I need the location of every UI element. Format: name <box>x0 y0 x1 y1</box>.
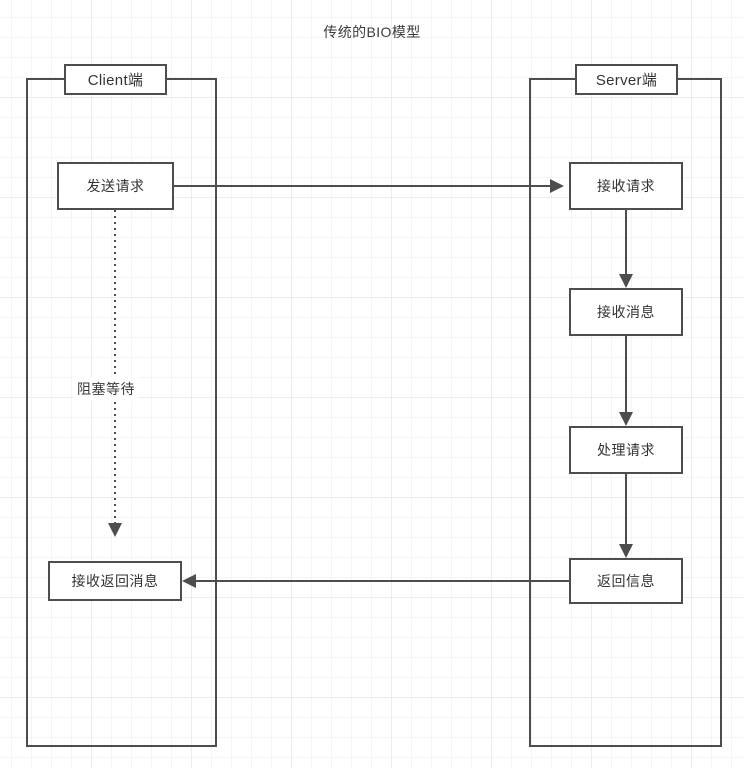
node-receive-return-message: 接收返回消息 <box>48 561 182 601</box>
edge-receive-message-to-process-request <box>625 336 627 412</box>
edge-blocking-wait-dotted <box>114 210 116 523</box>
arrow-down-icon <box>619 412 633 426</box>
swimlane-header-client: Client端 <box>64 64 167 95</box>
edge-label-blocking-wait: 阻塞等待 <box>74 377 138 401</box>
page-title: 传统的BIO模型 <box>323 24 421 40</box>
node-return-information: 返回信息 <box>569 558 683 604</box>
node-receive-request: 接收请求 <box>569 162 683 210</box>
node-process-request: 处理请求 <box>569 426 683 474</box>
node-send-request: 发送请求 <box>57 162 174 210</box>
edge-return-information-to-receive-return-message <box>196 580 569 582</box>
node-receive-message: 接收消息 <box>569 288 683 336</box>
arrow-left-icon <box>182 574 196 588</box>
arrow-down-icon <box>619 274 633 288</box>
edge-receive-request-to-receive-message <box>625 210 627 274</box>
edge-process-request-to-return-information <box>625 474 627 544</box>
arrow-down-icon <box>108 523 122 537</box>
swimlane-header-server: Server端 <box>575 64 678 95</box>
edge-send-to-receive-request <box>174 185 550 187</box>
arrow-down-icon <box>619 544 633 558</box>
arrow-right-icon <box>550 179 564 193</box>
